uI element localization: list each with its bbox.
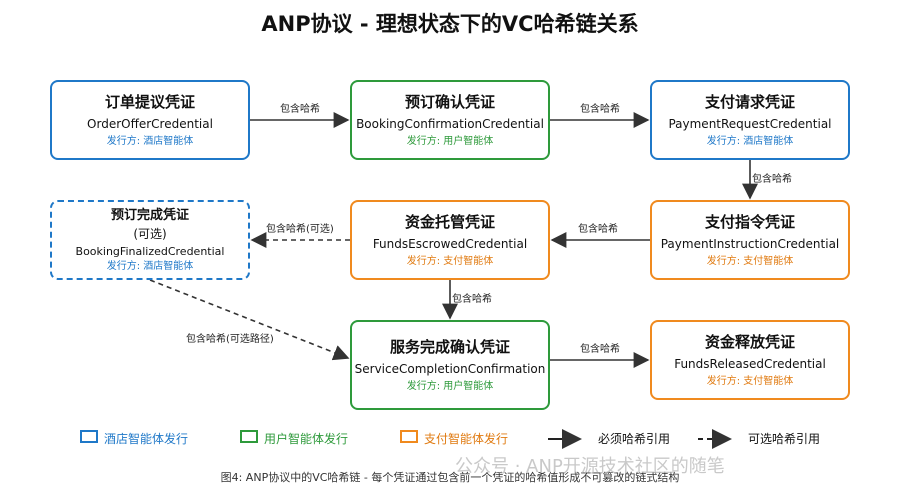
node-issuer: 发行方: 酒店智能体: [106, 261, 194, 272]
node-payment-instruction: 支付指令凭证 PaymentInstructionCredential 发行方:…: [650, 200, 850, 280]
legend-payment-swatch: [400, 430, 418, 443]
node-optional: (可选): [133, 227, 167, 241]
node-name: 预订完成凭证: [110, 208, 189, 223]
node-name: 预订确认凭证: [404, 92, 495, 111]
node-name: 支付请求凭证: [704, 92, 795, 111]
node-issuer: 发行方: 用户智能体: [406, 380, 494, 392]
node-booking-finalized: 预订完成凭证 (可选) BookingFinalizedCredential 发…: [50, 200, 250, 280]
node-name: 资金托管凭证: [404, 212, 495, 231]
edge-label-offer-booking: 包含哈希: [280, 104, 320, 115]
node-sub: FundsReleasedCredential: [674, 356, 826, 371]
node-name: 订单提议凭证: [104, 92, 195, 111]
node-issuer: 发行方: 酒店智能体: [106, 135, 194, 147]
node-issuer: 发行方: 支付智能体: [406, 255, 494, 267]
legend-user-label: 用户智能体发行: [264, 432, 349, 446]
node-sub: BookingConfirmationCredential: [356, 116, 544, 131]
edge-label-finalized-service: 包含哈希(可选路径): [186, 334, 274, 345]
legend-required-label: 必须哈希引用: [598, 432, 671, 446]
node-name: 支付指令凭证: [704, 212, 795, 231]
edge-label-escrowed-finalized: 包含哈希(可选): [266, 224, 334, 235]
node-payment-request: 支付请求凭证 PaymentRequestCredential 发行方: 酒店智…: [650, 80, 850, 160]
edge-label-service-released: 包含哈希: [580, 344, 620, 355]
legend-hotel-swatch: [80, 430, 98, 443]
figure-caption: 图4: ANP协议中的VC哈希链 - 每个凭证通过包含前一个凭证的哈希值形成不可…: [220, 471, 680, 484]
node-sub: ServiceCompletionConfirmation: [354, 361, 546, 376]
node-issuer: 发行方: 支付智能体: [706, 375, 794, 387]
node-issuer: 发行方: 支付智能体: [706, 255, 794, 267]
page-title: ANP协议 - 理想状态下的VC哈希链关系: [261, 12, 639, 36]
node-funds-escrowed: 资金托管凭证 FundsEscrowedCredential 发行方: 支付智能…: [350, 200, 550, 280]
legend-hotel-label: 酒店智能体发行: [104, 432, 189, 446]
edge-label-payreq-instruction: 包含哈希: [752, 174, 792, 185]
node-sub: PaymentRequestCredential: [668, 116, 832, 131]
node-order-offer: 订单提议凭证 OrderOfferCredential 发行方: 酒店智能体: [50, 80, 250, 160]
node-service-completion: 服务完成确认凭证 ServiceCompletionConfirmation 发…: [350, 320, 550, 410]
node-funds-released: 资金释放凭证 FundsReleasedCredential 发行方: 支付智能…: [650, 320, 850, 400]
node-sub: FundsEscrowedCredential: [372, 236, 528, 251]
edge-label-booking-payreq: 包含哈希: [580, 104, 620, 115]
legend-optional-label: 可选哈希引用: [748, 432, 821, 446]
edge-label-escrowed-service: 包含哈希: [452, 294, 492, 305]
node-issuer: 发行方: 用户智能体: [406, 135, 494, 147]
legend-user-swatch: [240, 430, 258, 443]
node-sub: BookingFinalizedCredential: [75, 245, 225, 258]
node-name: 服务完成确认凭证: [389, 337, 510, 356]
edge-label-instruction-escrowed: 包含哈希: [578, 224, 618, 235]
legend-payment-label: 支付智能体发行: [424, 432, 509, 446]
node-booking-confirmation: 预订确认凭证 BookingConfirmationCredential 发行方…: [350, 80, 550, 160]
node-sub: OrderOfferCredential: [87, 116, 213, 131]
node-name: 资金释放凭证: [704, 332, 795, 351]
edge-finalized-to-service: [149, 279, 350, 361]
node-issuer: 发行方: 酒店智能体: [706, 135, 794, 147]
node-sub: PaymentInstructionCredential: [660, 236, 840, 251]
watermark: 公众号 · ANP开源技术社区的随笔: [455, 456, 725, 477]
